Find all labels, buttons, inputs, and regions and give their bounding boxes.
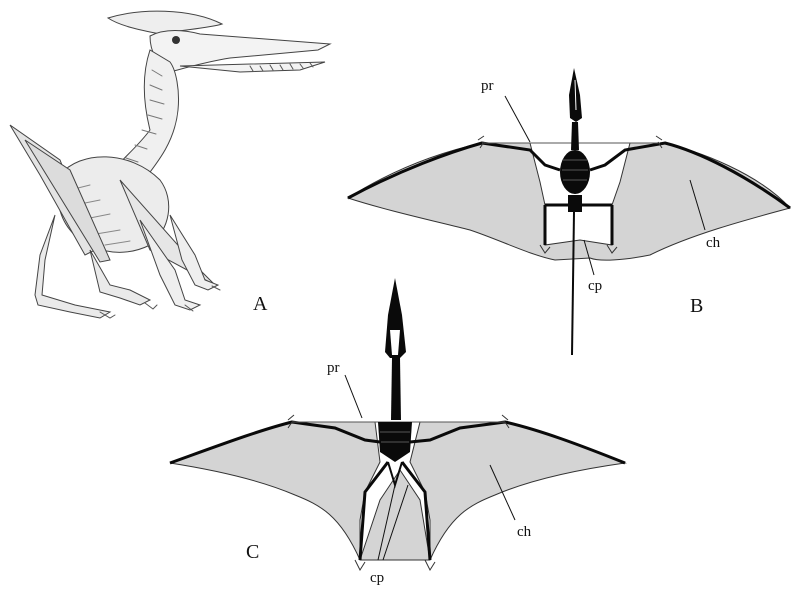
panel-b [348,68,790,355]
panel-c-letter: C [246,541,259,563]
panel-b-torso [560,150,590,194]
head-crest [108,11,222,34]
panel-a-sketch [10,11,330,318]
panel-b-label-cp: cp [588,278,602,294]
panel-b-pelvis [568,195,582,212]
panel-b-letter: B [690,295,703,317]
panel-c [170,278,625,570]
panel-b-label-pr: pr [481,78,494,94]
panel-b-label-ch: ch [706,235,721,251]
panel-b-tail [572,212,574,355]
panel-c-label-ch: ch [517,524,532,540]
panel-c-neck [391,358,401,420]
panel-a-letter: A [253,293,268,315]
panel-c-label-pr: pr [327,360,340,376]
panel-c-label-cp: cp [370,570,384,586]
panel-b-neck [571,122,579,150]
eye [172,36,180,44]
